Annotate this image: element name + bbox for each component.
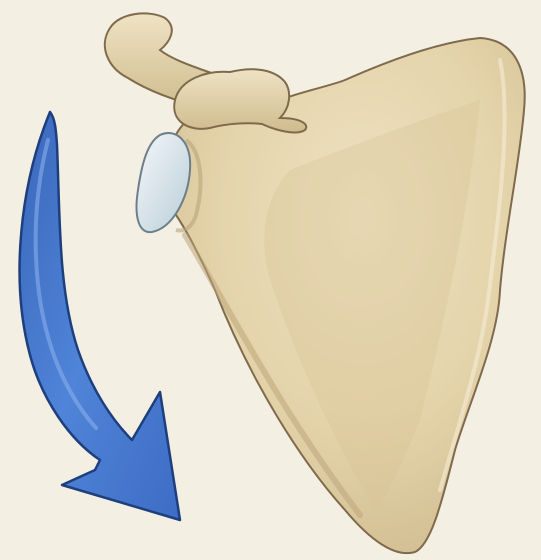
coracoid-process xyxy=(174,69,306,132)
